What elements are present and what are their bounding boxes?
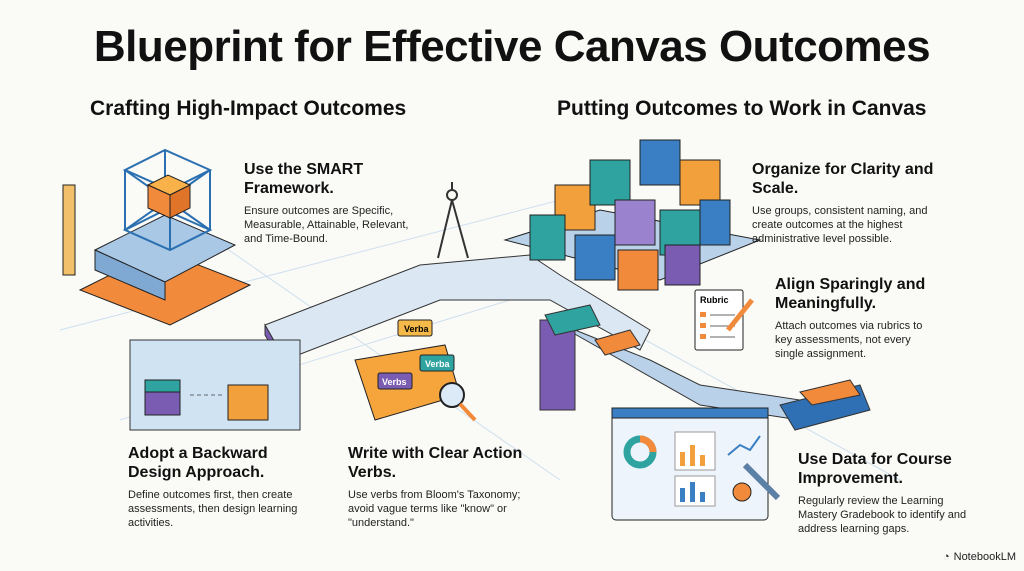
tip-title: Use the SMART Framework. xyxy=(244,161,364,197)
rubric-document-icon: Rubric xyxy=(694,289,754,351)
tip-smart-framework: Use the SMART Framework. Ensure outcomes… xyxy=(244,160,419,246)
tip-body: Use verbs from Bloom's Taxonomy; avoid v… xyxy=(348,489,521,529)
toolbox-icon: Verba Verba Verbs xyxy=(354,319,477,422)
tip-organize: Organize for Clarity and Scale. Use grou… xyxy=(752,160,937,246)
tip-title: Organize for Clarity and Scale. xyxy=(752,161,934,197)
rubric-label: Rubric xyxy=(700,295,729,305)
tip-body: Regularly review the Learning Mastery Gr… xyxy=(798,495,967,535)
conveyor-track xyxy=(264,254,871,431)
tip-body: Ensure outcomes are Specific, Measurable… xyxy=(244,205,409,245)
backward-design-panel xyxy=(129,339,301,431)
tip-action-verbs: Write with Clear Action Verbs. Use verbs… xyxy=(348,444,523,530)
tip-title: Align Sparingly and Meaningfully. xyxy=(775,276,926,312)
verb-card-label: Verba xyxy=(404,324,430,334)
dashboard-screen-icon xyxy=(611,407,781,521)
right-section-heading: Putting Outcomes to Work in Canvas xyxy=(557,97,927,120)
brand-label: NotebookLM xyxy=(953,551,1016,563)
notebooklm-logo-icon: ◔ xyxy=(942,551,950,563)
verb-card-label: Verba xyxy=(425,359,451,369)
tip-title: Adopt a Backward Design Approach. xyxy=(128,445,268,481)
tip-backward-design: Adopt a Backward Design Approach. Define… xyxy=(128,444,298,530)
tip-body: Define outcomes first, then create asses… xyxy=(128,489,298,529)
page-title: Blueprint for Effective Canvas Outcomes xyxy=(93,22,931,71)
left-section-heading: Crafting High-Impact Outcomes xyxy=(90,97,407,120)
tip-use-data: Use Data for Course Improvement. Regular… xyxy=(798,450,968,536)
notebooklm-brand: ◔ NotebookLM xyxy=(943,551,1016,563)
verb-card-label: Verbs xyxy=(382,377,407,387)
tip-body: Use groups, consistent naming, and creat… xyxy=(752,205,928,245)
tip-title: Write with Clear Action Verbs. xyxy=(348,445,523,481)
tip-title: Use Data for Course Improvement. xyxy=(798,451,952,487)
compass-icon xyxy=(437,182,469,259)
tip-align: Align Sparingly and Meaningfully. Attach… xyxy=(775,275,935,361)
outcome-blocks-icon xyxy=(503,139,762,291)
tip-body: Attach outcomes via rubrics to key asses… xyxy=(775,320,923,360)
smart-cube-icon xyxy=(62,148,252,326)
